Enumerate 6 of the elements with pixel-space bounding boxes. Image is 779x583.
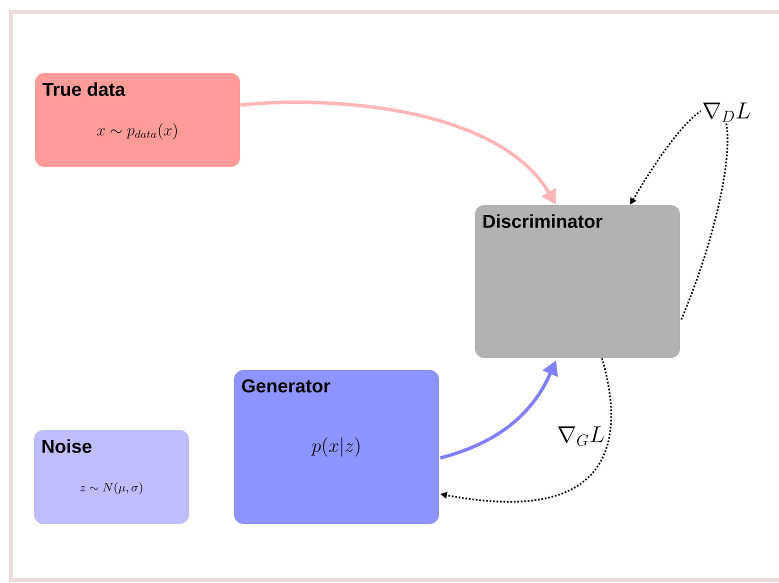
process-box: Discriminator — [475, 205, 680, 358]
edge-label: $\nabla_D L$ — [700, 101, 752, 124]
process-box: True data $x \sim p_{data}(x)$ — [35, 73, 240, 167]
process-box: Generator $p(x|z)$ — [234, 370, 439, 524]
process-box: Noise $z \sim N(\mu,\sigma)$ — [34, 430, 189, 524]
edge-label: $\nabla_G L$ — [556, 425, 606, 447]
